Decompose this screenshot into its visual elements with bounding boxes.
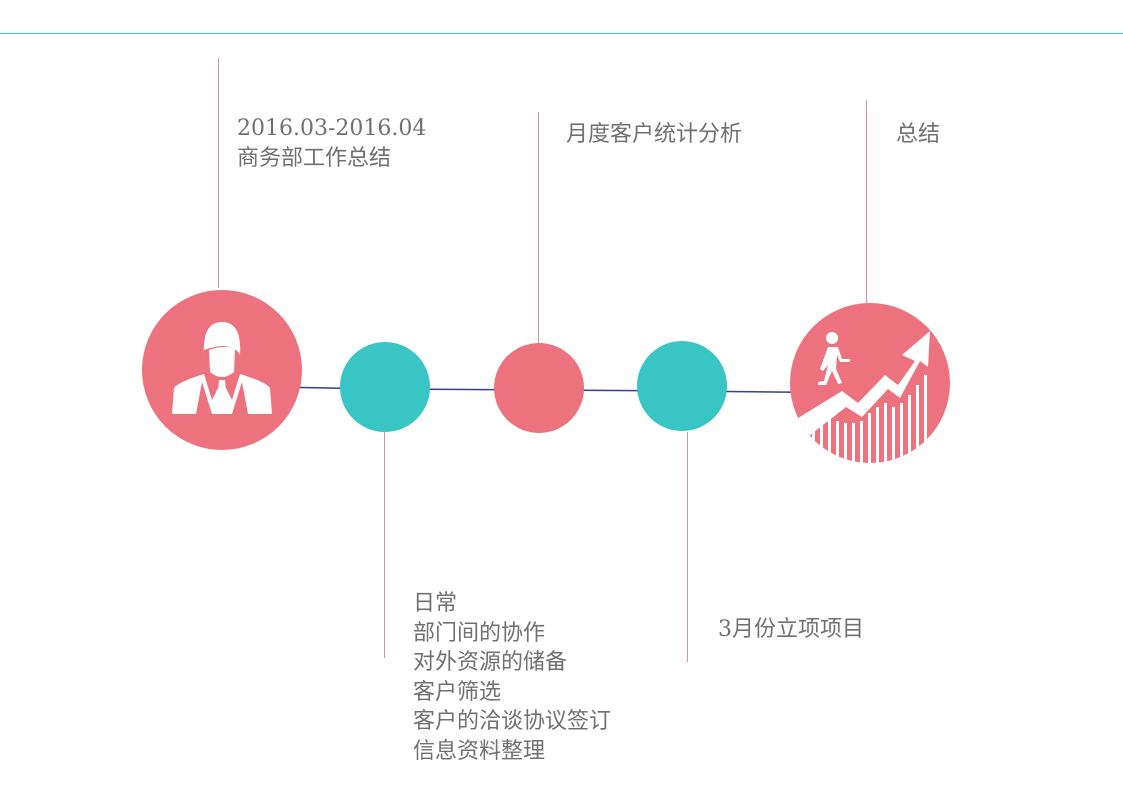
businessman-icon [172, 322, 272, 414]
list-item: 客户筛选 [413, 679, 502, 705]
milestone-daily [340, 342, 430, 432]
milestone-label: 月度客户统计分析 [566, 122, 743, 147]
list-item: 对外资源的储备 [413, 650, 568, 675]
milestone-label: 3月份立项项目 [718, 617, 864, 642]
milestone-projects [637, 341, 727, 431]
connector-line [687, 432, 688, 662]
connector-line [384, 430, 385, 658]
milestone-label: 日常 [413, 591, 458, 616]
top-divider [0, 33, 1123, 34]
list-item: 信息资料整理 [413, 738, 546, 764]
connector-line [218, 58, 219, 288]
milestone-label: 总结 [896, 122, 941, 147]
list-item: 部门间的协作 [413, 620, 546, 646]
page-title: 商务部工作总结 [237, 146, 392, 171]
milestone-summary [790, 303, 950, 463]
milestone-start [142, 290, 302, 450]
date-range: 2016.03-2016.04 [237, 116, 427, 141]
growth-chart-icon [790, 331, 930, 463]
connector-line [538, 112, 539, 343]
list-item: 客户的洽谈协议签订 [413, 709, 612, 734]
daily-list: 日常 部门间的协作 对外资源的储备 客户筛选 客户的洽谈协议签订 信息资料整理 [413, 589, 611, 766]
milestone-monthly [494, 343, 584, 433]
connector-line [866, 100, 867, 303]
